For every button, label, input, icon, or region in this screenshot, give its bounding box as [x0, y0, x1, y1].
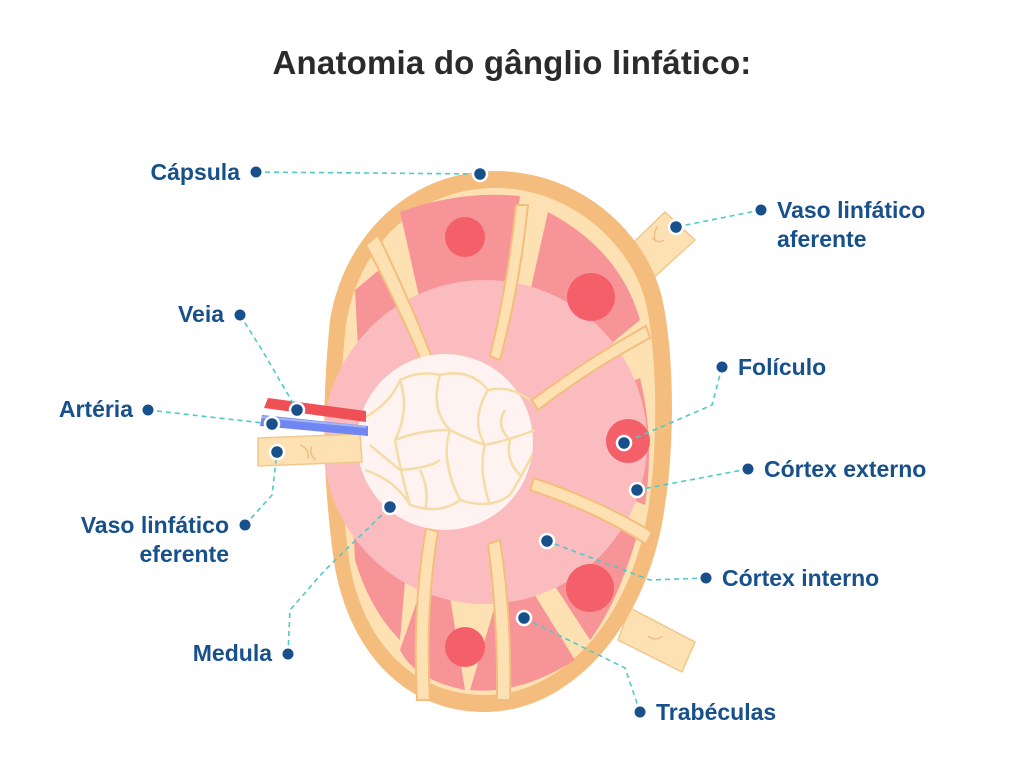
- label-cortex-externo: Córtex externo: [764, 456, 926, 482]
- vein: [264, 398, 366, 422]
- label-vaso-eferente-line2: eferente: [140, 541, 229, 567]
- label-vaso-aferente-line1: Vaso linfático: [777, 197, 925, 223]
- afferent-vessel-bottom: [617, 606, 696, 674]
- label-veia: Veia: [178, 301, 224, 327]
- label-trabeculas: Trabéculas: [656, 699, 776, 725]
- label-vaso-aferente-line2: aferente: [777, 226, 866, 252]
- label-bullets: [142, 166, 767, 718]
- label-arteria: Artéria: [59, 396, 133, 422]
- efferent-vessel: [257, 433, 363, 467]
- leader-lines: [147, 171, 762, 713]
- label-capsula: Cápsula: [151, 159, 241, 185]
- target-markers: [263, 165, 685, 627]
- label-vaso-eferente-line1: Vaso linfático: [81, 512, 229, 538]
- label-cortex-interno: Córtex interno: [722, 565, 879, 591]
- trabeculae: [364, 204, 654, 701]
- label-medula: Medula: [193, 640, 272, 666]
- label-foliculo: Folículo: [738, 354, 826, 380]
- artery: [260, 415, 368, 436]
- diagram-title: Anatomia do gânglio linfático:: [272, 44, 752, 81]
- medulla: [357, 354, 536, 530]
